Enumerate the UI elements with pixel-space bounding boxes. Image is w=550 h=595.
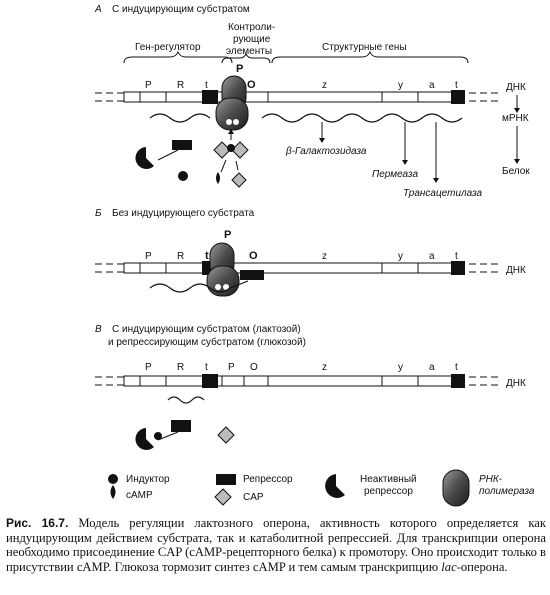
c-letter-t1: t <box>205 362 208 373</box>
panel-b-letter: Б <box>95 208 102 219</box>
legend-camp: cAMP <box>126 490 153 501</box>
brace-structural-label: Структурные гены <box>322 42 407 53</box>
dna-a <box>95 90 500 104</box>
legend-inactive-repressor-2: репрессор <box>364 486 413 497</box>
gene-letter-o: O <box>247 79 256 91</box>
repressor-bound-b <box>240 270 264 280</box>
b-letter-z: z <box>322 251 327 262</box>
brace-control-label-3: элементы <box>226 46 272 57</box>
panel-c-letter: В <box>95 324 102 335</box>
operon-figure: А С индуцирующим субстратом Ген-регулято… <box>94 3 535 507</box>
cap-c <box>217 426 235 444</box>
b-letter-t2: t <box>455 251 458 262</box>
panel-b-title: Без индуцирующего субстрата <box>112 207 255 219</box>
caption-text-before: Модель регуляции лактозного оперона, акт… <box>6 516 546 574</box>
brace-control <box>221 52 271 64</box>
caption-text-after: -оперона. <box>456 559 508 574</box>
gene-letter-z: z <box>322 80 327 91</box>
b-letter-a: a <box>429 251 435 262</box>
caption-lac: lac <box>441 559 457 574</box>
b-letter-y: y <box>398 251 403 262</box>
brace-control-label-1: Контроли- <box>228 22 275 33</box>
panel-c-title-1: С индуцирующим субстратом (лактозой) <box>112 323 301 335</box>
c-letter-r: R <box>177 362 184 373</box>
legend-repressor: Репрессор <box>243 474 293 485</box>
legend-inactive-repressor-icon <box>325 474 345 498</box>
dna-b <box>95 261 500 275</box>
b-label-dna: ДНК <box>506 265 526 276</box>
legend-repressor-icon <box>216 474 236 485</box>
b-letter-p2: P <box>224 229 231 241</box>
brace-regulator-label: Ген-регулятор <box>135 42 201 53</box>
gene-letter-r: R <box>177 80 184 91</box>
protein-transacetylase: Трансацетилаза <box>403 188 483 199</box>
c-letter-y: y <box>398 362 403 373</box>
label-mrna: мРНК <box>502 113 529 124</box>
panel-a: А С индуцирующим субстратом Ген-регулято… <box>94 3 530 199</box>
caption-label: Рис. 16.7. <box>6 516 69 530</box>
panel-c: В С индуцирующим субстратом (лактозой) и… <box>95 323 526 450</box>
inactive-repressor-a <box>135 147 154 169</box>
gene-letter-a: a <box>429 80 435 91</box>
b-letter-r: R <box>177 251 184 262</box>
panel-b: Б Без индуцирующего субстрата P R t P O … <box>95 207 526 297</box>
b-letter-t1: t <box>205 250 209 262</box>
gene-letter-t1: t <box>205 80 208 91</box>
b-letter-o: O <box>249 250 258 262</box>
brace-structural <box>271 50 469 64</box>
mrna-regulator-b <box>149 280 249 293</box>
c-letter-z: z <box>322 362 327 373</box>
legend-inducer-icon <box>108 474 118 484</box>
legend-inducer: Индуктор <box>126 474 170 485</box>
figure-caption: Рис. 16.7. Модель регуляции лактозного о… <box>6 516 546 574</box>
panel-a-letter: А <box>94 4 102 15</box>
c-label-dna: ДНК <box>506 378 526 389</box>
legend: Индуктор cAMP Репрессор CAP Неактивный р… <box>108 469 535 507</box>
inducer-a <box>178 171 188 181</box>
protein-galactosidase: β-Галактозидаза <box>285 146 367 157</box>
c-letter-p2: P <box>228 362 235 373</box>
mrna-regulator-a <box>149 113 211 123</box>
brace-regulator <box>123 50 233 64</box>
panel-a-title: С индуцирующим субстратом <box>112 3 250 15</box>
legend-cap: CAP <box>243 492 264 503</box>
repressor-c <box>171 420 191 432</box>
legend-rna-polymerase-2: полимераза <box>479 486 535 497</box>
c-letter-p1: P <box>145 362 152 373</box>
legend-camp-icon <box>110 485 116 499</box>
rna-polymerase-b <box>206 242 240 297</box>
cap-camp-a <box>213 129 249 188</box>
brace-control-label-2: рующие <box>233 34 271 45</box>
mrna-regulator-c <box>167 396 205 404</box>
label-protein: Белок <box>502 166 530 177</box>
b-letter-p1: P <box>145 251 152 262</box>
gene-letter-p2: P <box>236 63 243 75</box>
legend-inactive-repressor-1: Неактивный <box>360 474 417 485</box>
panel-c-title-2: и репрессирующим субстратом (глюкозой) <box>108 336 306 348</box>
dna-c <box>95 374 500 388</box>
rna-polymerase-a <box>215 75 249 131</box>
c-letter-o: O <box>250 362 258 373</box>
c-letter-t2: t <box>455 362 458 373</box>
label-dna: ДНК <box>506 82 526 93</box>
legend-rna-polymerase-1: РНК- <box>479 474 503 485</box>
gene-letter-y: y <box>398 80 403 91</box>
protein-permease: Пермеаза <box>372 169 418 180</box>
mrna-structural-a <box>261 113 463 123</box>
legend-cap-icon <box>214 488 232 506</box>
legend-rna-polymerase-icon <box>442 469 470 507</box>
repressor-a <box>172 140 192 150</box>
gene-letter-t2: t <box>455 80 458 91</box>
c-letter-a: a <box>429 362 435 373</box>
gene-letter-p1: P <box>145 80 152 91</box>
inactive-repressor-c <box>135 428 154 450</box>
